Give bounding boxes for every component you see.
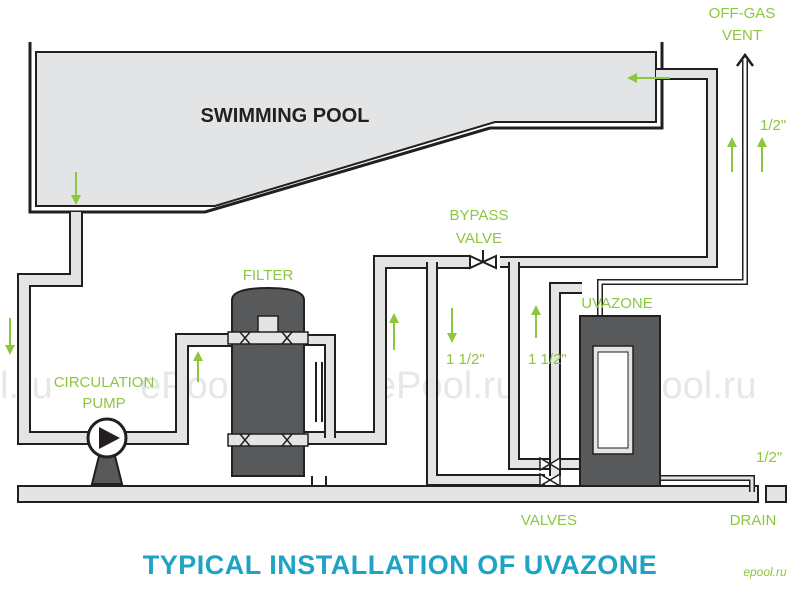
bypass-valve	[469, 250, 497, 270]
bypass-label-line2: VALVE	[456, 230, 502, 247]
suction-pipe	[19, 212, 90, 443]
valve-icon	[239, 433, 251, 447]
pump-outlet-pipe	[125, 335, 232, 443]
offgas-label-line2: VENT	[722, 27, 762, 44]
ground-slab	[17, 485, 759, 503]
bottom-valves	[539, 456, 561, 488]
uv-inlet-pipe	[551, 284, 582, 476]
pump-direction-icon	[99, 427, 120, 449]
valve-icon	[281, 433, 293, 447]
bypass-label-line1: BYPASS	[450, 207, 509, 224]
uvazone-label: UVAZONE	[581, 295, 652, 312]
pump-label-line2: PUMP	[82, 395, 125, 412]
corner-watermark: epool.ru	[743, 565, 787, 579]
valve-icon	[281, 331, 293, 345]
valve-icon	[469, 254, 486, 270]
valve-icon	[548, 472, 561, 488]
filter-bypass-pipe	[300, 336, 334, 438]
drain-line	[660, 476, 754, 492]
pool-wall-outer	[28, 42, 664, 214]
uvazone-unit	[579, 315, 661, 487]
filter-label: FILTER	[243, 267, 294, 284]
filter-manifold-top	[227, 331, 309, 345]
valve-icon	[539, 456, 552, 472]
filter-outlet-pipe	[300, 257, 470, 443]
circulation-pump	[86, 417, 128, 485]
valve-icon	[480, 254, 497, 270]
filter-manifold-bottom	[227, 433, 309, 447]
uv-inlet-outline	[549, 282, 582, 476]
filter-tank	[227, 286, 309, 477]
swimming-pool	[35, 51, 657, 207]
vent-arrow-icon	[735, 52, 755, 67]
vent-size-label: 1/2"	[760, 117, 786, 134]
return-pipe	[500, 70, 716, 266]
uv-lamp	[597, 351, 629, 449]
valve-icon	[539, 472, 552, 488]
valves-label: VALVES	[521, 512, 577, 529]
drain-size-label: 1/2"	[756, 449, 782, 466]
vent-line	[598, 60, 747, 318]
uv-feed-pipe	[428, 262, 545, 484]
pool-label: SWIMMING POOL	[201, 105, 370, 127]
watermark-text: ePool.ru	[375, 365, 517, 407]
pipe-size-left: 1 1/2"	[446, 351, 485, 368]
drain-label: DRAIN	[730, 512, 777, 529]
offgas-label-line1: OFF-GAS	[709, 5, 776, 22]
valve-icon	[548, 456, 561, 472]
pump-label-line1: CIRCULATION	[54, 374, 155, 391]
pipe-size-right: 1 1/2"	[528, 351, 567, 368]
diagram-title: TYPICAL INSTALLATION OF UVAZONE	[143, 550, 658, 580]
valve-icon	[239, 331, 251, 345]
drain-slab	[765, 485, 787, 503]
